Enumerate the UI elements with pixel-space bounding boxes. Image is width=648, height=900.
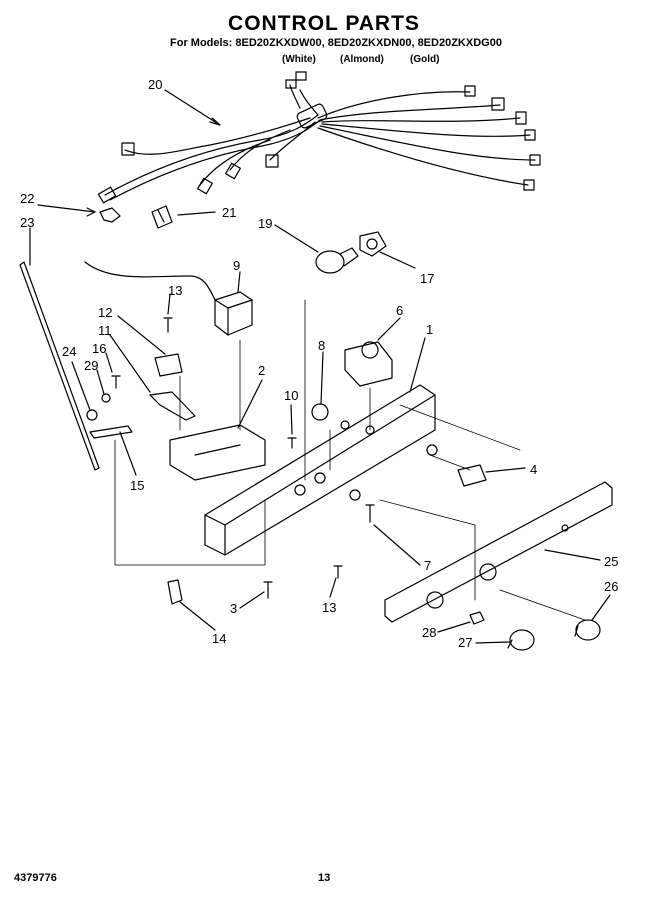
wire-clip-22: [99, 207, 121, 223]
callout-26: 26: [604, 579, 618, 594]
callout-23: 23: [20, 215, 34, 230]
models-line: For Models: 8ED20ZKXDW00, 8ED20ZKXDN00, …: [170, 37, 502, 49]
variant-white: (White): [282, 54, 316, 65]
bracket-12: [154, 353, 183, 377]
link-15: [89, 425, 133, 439]
callout-15: 15: [130, 478, 144, 493]
callout-1: 1: [426, 322, 433, 337]
control-shaft-11: [149, 391, 196, 421]
bracket-2: [169, 424, 266, 481]
knob-27: [507, 629, 535, 651]
wire-clamp-21: [151, 205, 173, 229]
screw-10: [287, 437, 297, 449]
thermostat-9: [84, 261, 253, 336]
callout-2: 2: [258, 363, 265, 378]
callout-27: 27: [458, 635, 472, 650]
page-number: 13: [318, 872, 331, 884]
assembly-lines: [114, 299, 586, 621]
control-panel-25: [384, 481, 613, 623]
callout-28: 28: [422, 625, 436, 640]
callout-16: 16: [92, 341, 106, 356]
variant-almond: (Almond): [340, 54, 384, 65]
callout-10: 10: [284, 388, 298, 403]
leader-lines: [29, 89, 611, 644]
callout-7: 7: [424, 558, 431, 573]
callout-24: 24: [62, 344, 76, 359]
variant-gold: (Gold): [410, 54, 440, 65]
callout-21: 21: [222, 205, 236, 220]
bushing-24: [86, 409, 98, 421]
callout-11: 11: [98, 323, 112, 338]
callout-14: 14: [212, 631, 226, 646]
callout-3: 3: [230, 601, 237, 616]
switch-4: [457, 464, 487, 487]
washer-29: [101, 393, 111, 403]
callout-6: 6: [396, 303, 403, 318]
callout-20: 20: [148, 77, 162, 92]
callout-4: 4: [530, 462, 537, 477]
callout-19: 19: [258, 216, 272, 231]
knob-26: [574, 619, 601, 641]
temperature-control-6: [344, 341, 393, 387]
callout-22: 22: [20, 191, 34, 206]
screw-16: [111, 375, 121, 389]
callout-25: 25: [604, 554, 618, 569]
wiring-harness: [97, 71, 541, 204]
screw-7: [365, 504, 375, 523]
callout-12: 12: [98, 305, 112, 320]
callout-17: 17: [420, 271, 434, 286]
page-title: CONTROL PARTS: [228, 12, 420, 35]
light-bulb-19: [315, 247, 359, 274]
clip-14: [167, 579, 183, 605]
control-housing-1: [204, 384, 438, 556]
callout-13-lower: 13: [322, 600, 336, 615]
lamp-socket-17: [359, 231, 387, 257]
screw-13-upper: [163, 317, 173, 333]
screw-3: [263, 581, 273, 599]
callout-13-upper: 13: [168, 283, 182, 298]
callout-29: 29: [84, 358, 98, 373]
clip-28: [469, 611, 485, 625]
callout-9: 9: [233, 258, 240, 273]
document-number: 4379776: [14, 872, 57, 884]
rod-23: [19, 261, 100, 471]
callout-8: 8: [318, 338, 325, 353]
screw-13-lower: [333, 565, 343, 579]
switch-8: [311, 403, 329, 421]
